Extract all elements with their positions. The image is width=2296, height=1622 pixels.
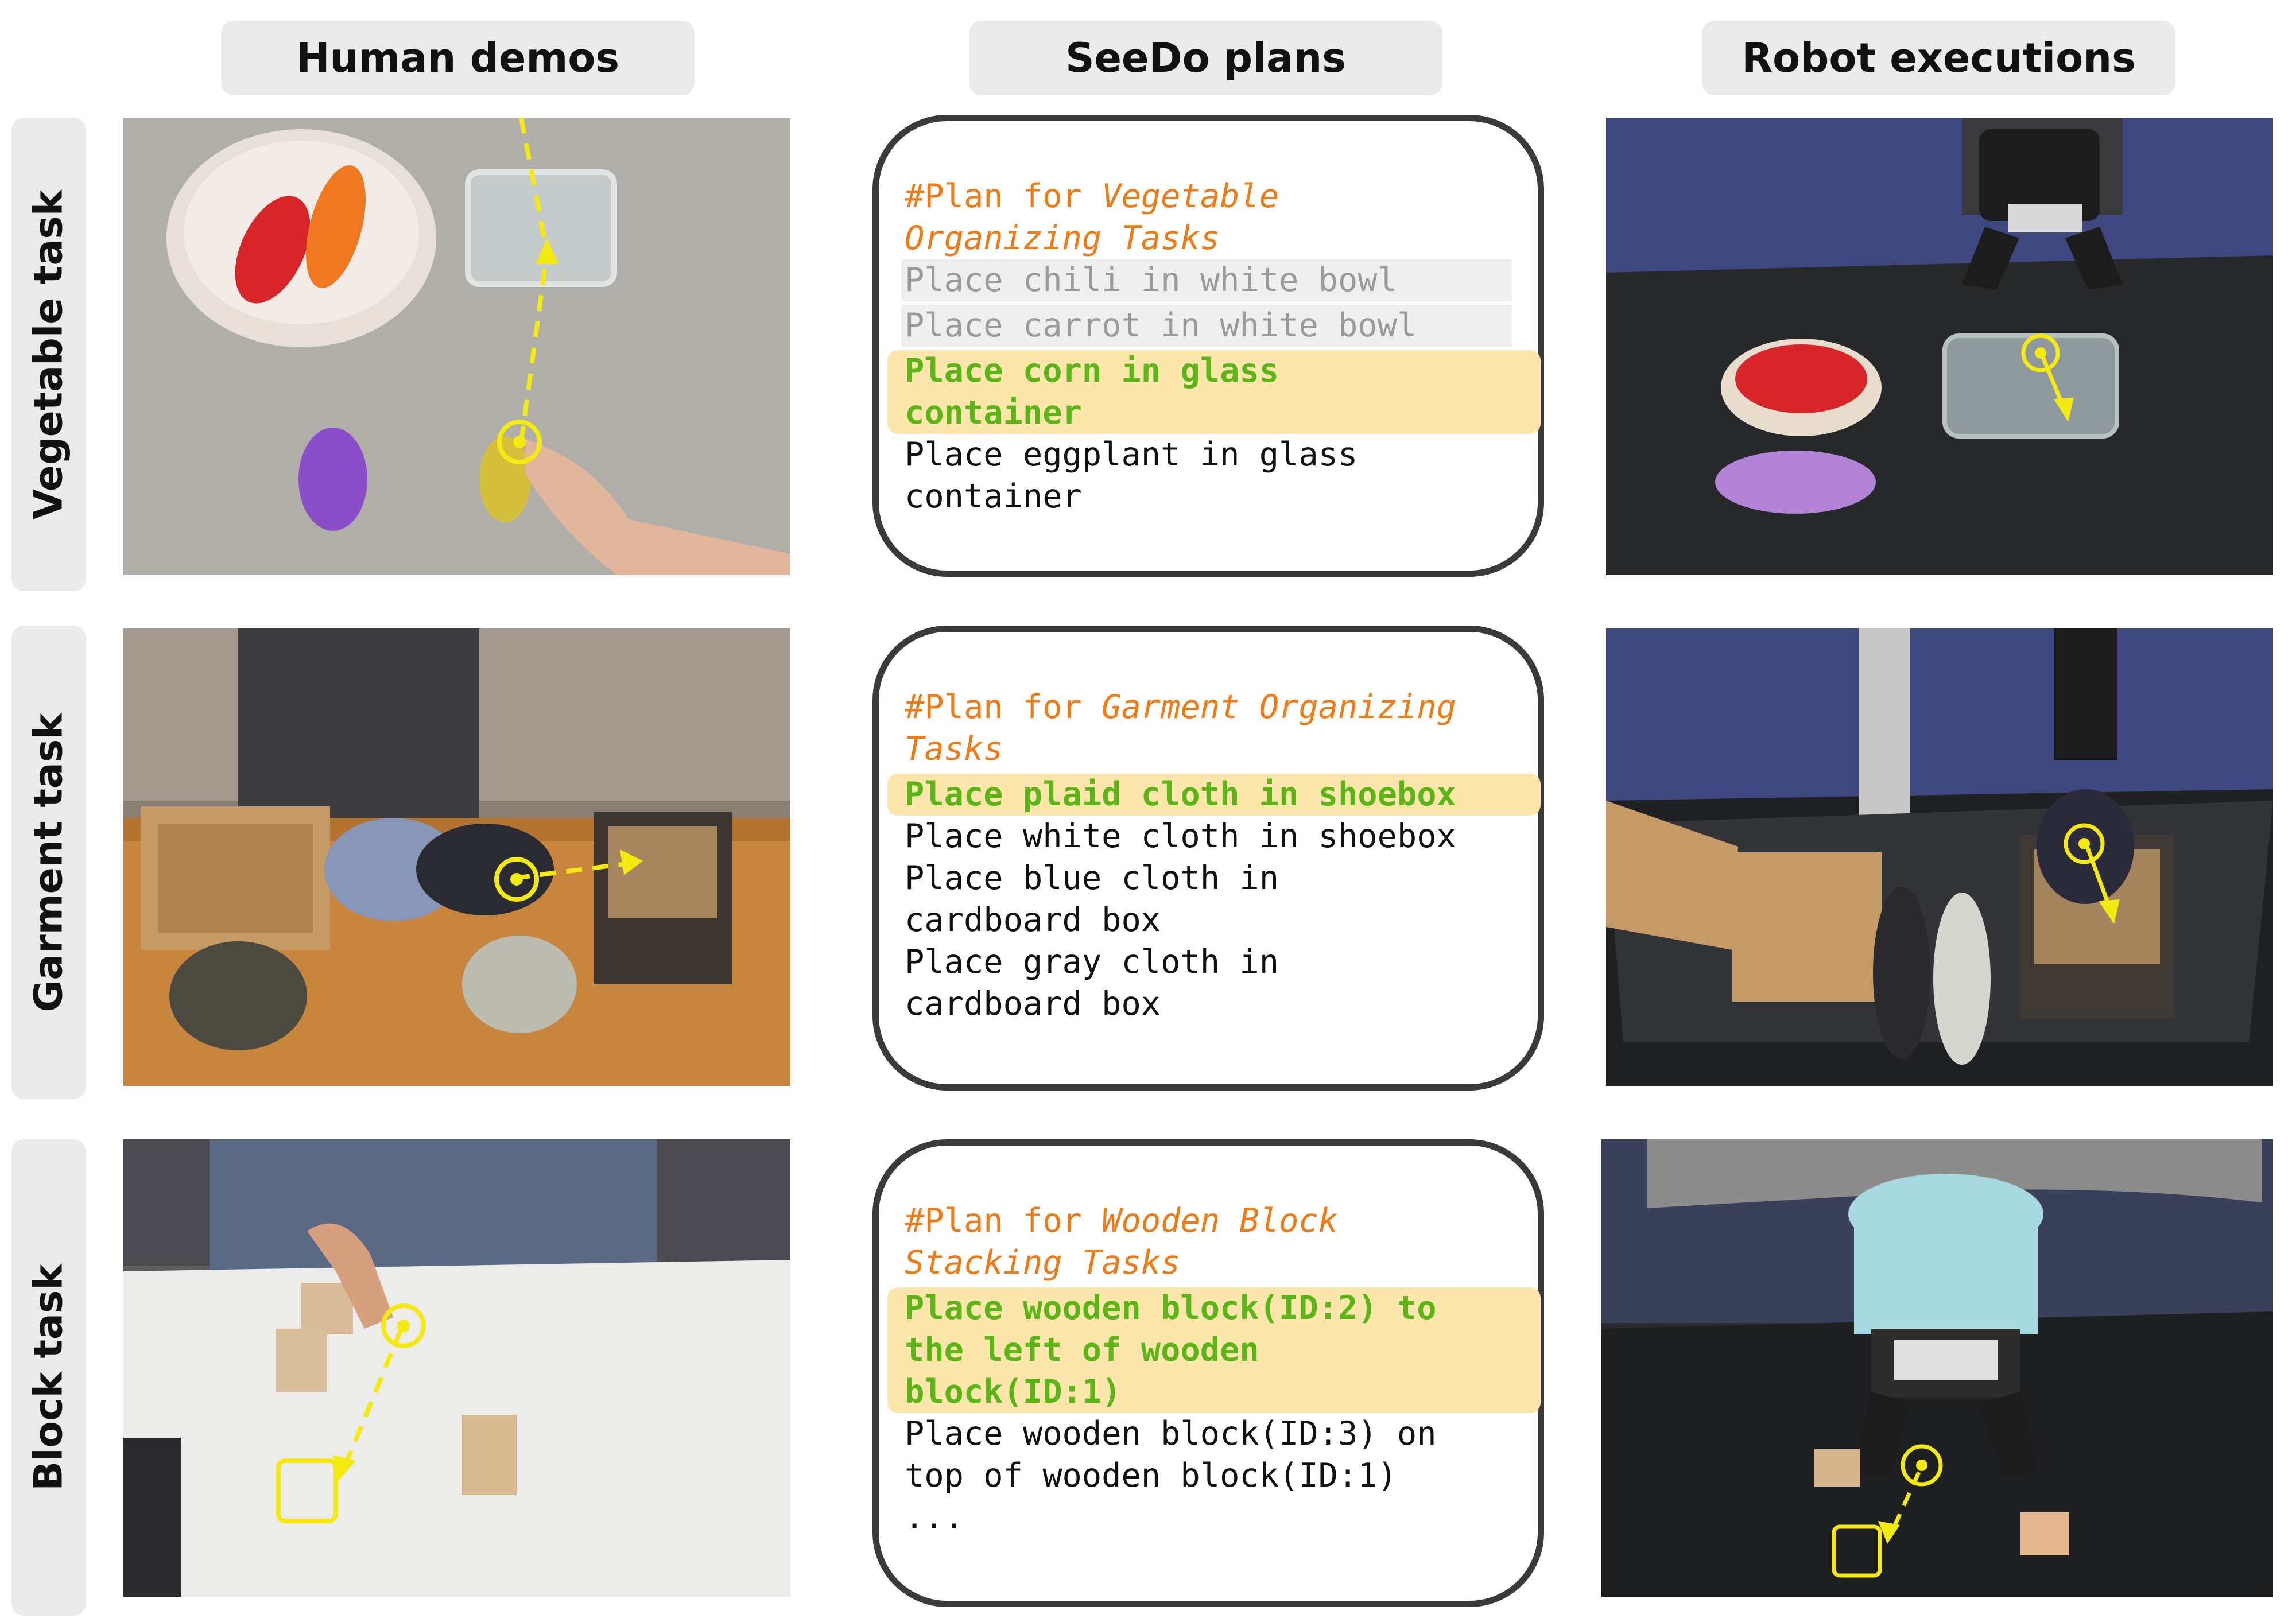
row-label-block: Block task xyxy=(11,1139,86,1616)
header-robot-executions: Robot executions xyxy=(1702,21,2175,95)
plan-title-cont: Stacking Tasks xyxy=(905,1244,1181,1282)
robot-execution-garment-photo xyxy=(1606,628,2273,1086)
header-seedo-plans: SeeDo plans xyxy=(969,21,1442,95)
plan-step: container xyxy=(905,478,1082,515)
plan-block: #Plan for Wooden Block Stacking Tasks Pl… xyxy=(872,1139,1544,1607)
robot-execution-block-photo xyxy=(1601,1139,2273,1597)
plan-step: top of wooden block(ID:1) xyxy=(905,1457,1397,1495)
plan-step-current: Place corn in glass container xyxy=(887,350,1541,434)
human-demo-vegetable-photo xyxy=(123,118,790,575)
plan-step: ... xyxy=(905,1499,964,1536)
plan-step: Place gray cloth in xyxy=(905,943,1279,981)
plan-step-done: Place carrot in white bowl xyxy=(901,305,1512,347)
plan-step-current: Place plaid cloth in shoebox xyxy=(887,774,1541,816)
plan-title: #Plan for Garment Organizing xyxy=(905,688,1456,726)
human-demo-garment-photo xyxy=(123,628,790,1086)
plan-garment: #Plan for Garment Organizing Tasks Place… xyxy=(872,626,1544,1091)
plan-title-cont: Organizing Tasks xyxy=(905,219,1220,257)
plan-step: Place white cloth in shoebox xyxy=(905,817,1456,855)
plan-step: Place wooden block(ID:3) on xyxy=(905,1415,1437,1453)
plan-step: Place eggplant in glass xyxy=(905,436,1358,474)
row-label-garment: Garment task xyxy=(11,626,86,1099)
plan-title-cont: Tasks xyxy=(905,730,1003,768)
row-label-vegetable: Vegetable task xyxy=(11,118,86,591)
plan-step: cardboard box xyxy=(905,901,1161,939)
plan-step-done: Place chili in white bowl xyxy=(901,259,1512,301)
plan-step: Place blue cloth in xyxy=(905,859,1279,897)
human-demo-block-photo xyxy=(123,1139,790,1597)
robot-execution-vegetable-photo xyxy=(1606,118,2273,575)
plan-title: #Plan for Vegetable xyxy=(905,177,1279,215)
plan-step-current: Place wooden block(ID:2) to the left of … xyxy=(887,1287,1541,1413)
plan-step: cardboard box xyxy=(905,985,1161,1023)
header-human-demos: Human demos xyxy=(221,21,695,95)
plan-vegetable: #Plan for Vegetable Organizing Tasks Pla… xyxy=(872,115,1544,577)
plan-title: #Plan for Wooden Block xyxy=(905,1202,1338,1240)
